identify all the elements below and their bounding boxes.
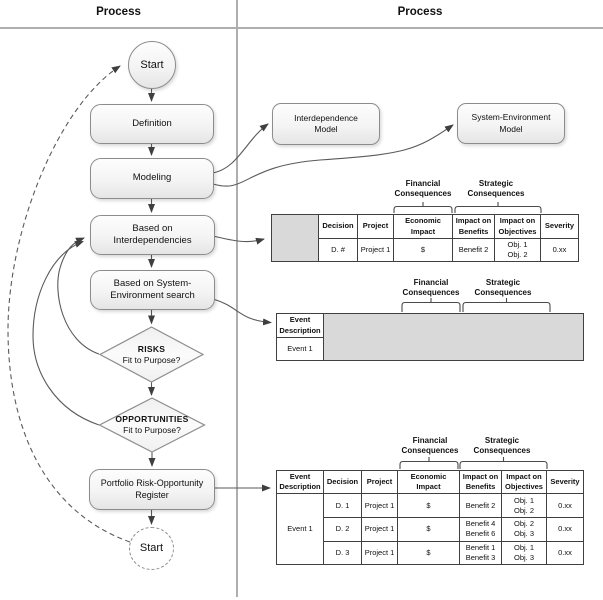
loop-risks-no-to-interdependencies [57,237,100,355]
col-severity: Severity [540,214,579,239]
start-node-bottom: Start [129,527,174,570]
cell-project: Project 1 [361,493,398,519]
cell-impact-objectives: Obj. 1 Obj. 2 [494,237,541,263]
bracket-strategic-event-table [462,298,551,312]
strategic-consequences-label-1: Strategic Consequences [467,179,525,199]
arrow-interdependencies-to-decision-table [212,235,265,245]
cell-economic-impact: $ [393,237,453,263]
col-decision: Decision [323,469,362,495]
cell-impact-benefits: Benefit 2 [452,237,495,263]
cell-severity: 0.xx [546,493,584,519]
opportunities-question: Fit to Purpose? [123,425,181,436]
arrow-se-search-to-event-table [212,298,272,326]
register-table-row-3: D. 3 Project 1 $ Benefit 1 Benefit 3 Obj… [277,540,584,565]
left-lane-title: Process [96,6,141,18]
cell-economic-impact: $ [397,540,460,565]
interdependence-model-node: Interdependence Model [272,103,380,145]
col-event-description: Event Description [276,313,324,338]
opportunities-title: OPPORTUNITIES [115,414,189,424]
cell-impact-benefits: Benefit 4 Benefit 6 [459,517,502,542]
financial-consequences-label-2: Financial Consequences [402,278,460,298]
based-on-system-environment-node: Based on System- Environment search [90,270,215,310]
risks-diamond-label: RISKS Fit to Purpose? [101,344,202,367]
cell-economic-impact: $ [397,517,460,542]
cell-event: Event 1 [276,493,324,565]
cell-project: Project 1 [361,517,398,542]
bracket-financial-event-table [401,298,461,312]
cell-severity: 0.xx [540,237,579,263]
arrow-modeling-to-interdependence-model [212,123,269,174]
event-table-shaded-region [323,313,584,361]
col-impact-benefits: Impact on Benefits [452,214,495,239]
decision-table: Decision Project Economic Impact Impact … [271,213,579,263]
decision-table-data-row: D. # Project 1 $ Benefit 2 Obj. 1 Obj. 2… [272,237,579,263]
definition-node: Definition [90,104,214,144]
event-table-header-row: Event Description [276,313,584,361]
col-project: Project [361,469,398,495]
cell-decision: D. 3 [323,540,362,565]
start-node-top: Start [128,41,176,89]
header-rule [0,27,603,29]
cell-severity: 0.xx [546,540,584,565]
col-impact-objectives: Impact on Objectives [494,214,541,239]
col-impact-benefits: Impact on Benefits [459,469,502,495]
bracket-financial-decision-table [393,202,453,213]
col-project: Project [357,214,394,239]
col-impact-objectives: Impact on Objectives [501,469,547,495]
portfolio-register-node: Portfolio Risk-Opportunity Register [89,469,215,510]
financial-consequences-label-1: Financial Consequences [394,179,452,199]
cell-decision: D. 2 [323,517,362,542]
opportunities-diamond-label: OPPORTUNITIES Fit to Purpose? [99,414,205,437]
event-table-data-row: Event 1 [276,337,584,361]
based-on-interdependencies-node: Based on Interdependencies [90,215,215,255]
right-lane-title: Process [397,6,443,18]
risks-question: Fit to Purpose? [122,355,181,366]
cell-severity: 0.xx [546,517,584,542]
lane-divider [236,0,238,597]
decision-table-header-row: Decision Project Economic Impact Impact … [271,213,579,263]
cell-economic-impact: $ [397,493,460,519]
decision-table-shaded-cell [271,213,319,263]
loop-restart-dashed [7,65,131,543]
cell-decision: D. # [318,237,358,263]
cell-impact-objectives: Obj. 1 Obj. 3 [501,540,547,565]
cell-event: Event 1 [276,337,324,361]
bracket-strategic-register-table [459,457,548,469]
risks-diamond [98,326,205,383]
cell-impact-benefits: Benefit 1 Benefit 3 [459,540,502,565]
financial-consequences-label-3: Financial Consequences [401,436,459,456]
register-table-row-1: Event 1 D. 1 Project 1 $ Benefit 2 Obj. … [276,493,584,565]
col-event-description: Event Description [276,469,324,495]
cell-impact-objectives: Obj. 2 Obj. 3 [501,517,547,542]
register-table: Event Description Decision Project Econo… [276,469,584,565]
cell-impact-benefits: Benefit 2 [459,493,502,519]
cell-impact-objectives: Obj. 1 Obj. 2 [501,493,547,519]
modeling-node: Modeling [90,158,214,199]
bracket-financial-register-table [399,457,459,469]
cell-decision: D. 1 [323,493,362,519]
strategic-consequences-label-2: Strategic Consequences [474,278,532,298]
col-economic-impact: Economic Impact [397,469,460,495]
col-economic-impact: Economic Impact [393,214,453,239]
cell-project: Project 1 [357,237,394,263]
register-table-header-row: Event Description Decision Project Econo… [276,469,584,495]
cell-project: Project 1 [361,540,398,565]
col-decision: Decision [318,214,358,239]
risks-title: RISKS [137,344,166,354]
bracket-strategic-decision-table [454,202,542,213]
loop-opportunities-no-to-interdependencies [32,240,100,426]
register-table-row-2: D. 2 Project 1 $ Benefit 4 Benefit 6 Obj… [277,517,584,542]
event-table: Event Description Event 1 [276,313,584,361]
strategic-consequences-label-3: Strategic Consequences [473,436,531,456]
arrow-modeling-to-system-environment-model [212,124,454,187]
opportunities-diamond [98,397,206,453]
col-severity: Severity [546,469,584,495]
system-environment-model-node: System-Environment Model [457,103,565,144]
